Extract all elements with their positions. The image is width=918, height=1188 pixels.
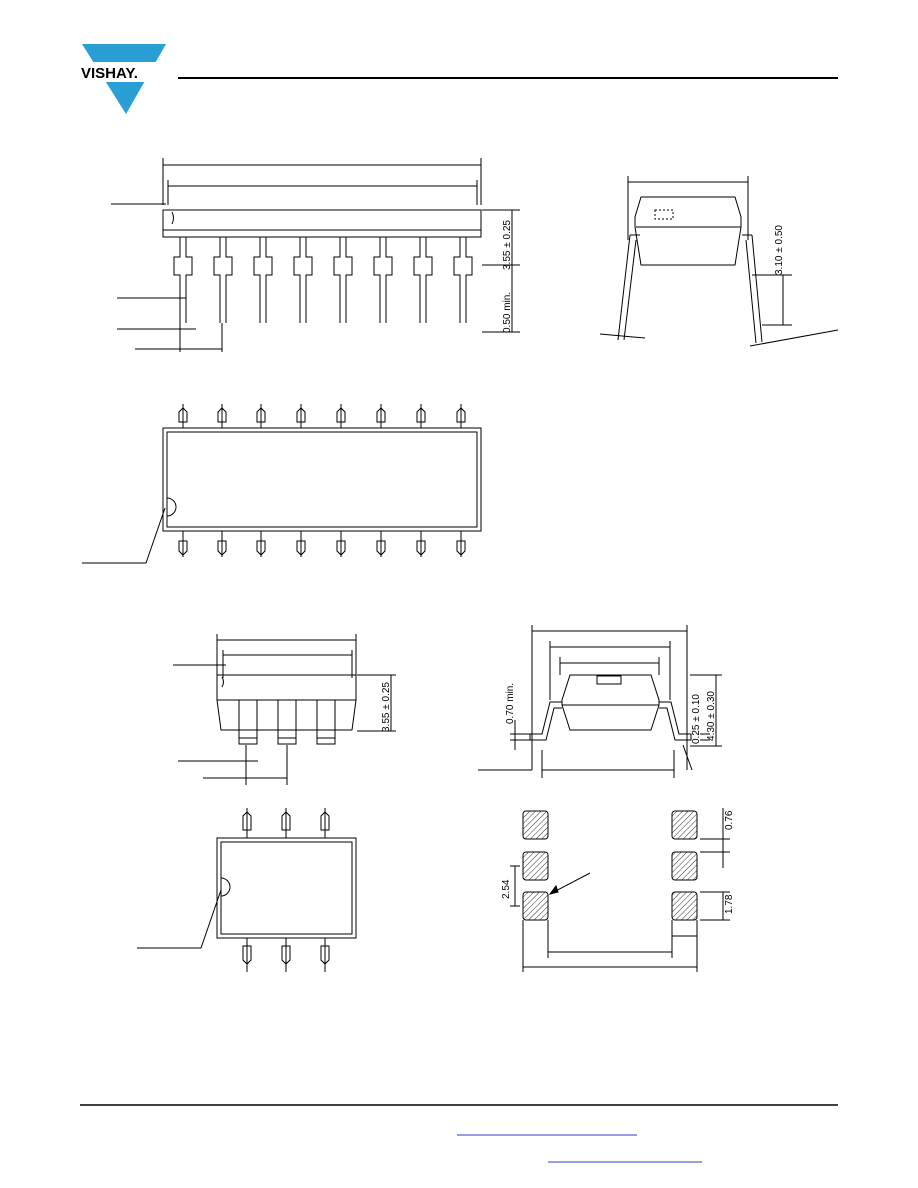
smd6-side-view [478, 625, 722, 778]
header: VISHAY. [80, 44, 838, 114]
smd6-footprint [510, 808, 730, 972]
vishay-logo: VISHAY. [80, 44, 178, 114]
footer [80, 1104, 838, 1163]
footprint-pad-length: 1.78 [724, 894, 735, 914]
footprint-pitch: 2.54 [501, 879, 512, 899]
smd6-lead-height: 4.30 ± 0.30 [706, 691, 717, 741]
footprint-pads [522, 810, 698, 921]
dip16-front-view [111, 158, 520, 352]
dip16-side-view [599, 176, 839, 347]
smd6-top-view [137, 808, 357, 972]
dip16-lead-min: 0.50 min. [502, 292, 513, 333]
dip16-side-lead-dim: 3.10 ± 0.50 [774, 225, 785, 275]
footprint-pad-width: 0.76 [724, 810, 735, 830]
dip16-leads [173, 237, 473, 323]
smd6-standoff-min: 0.70 min. [505, 683, 516, 724]
smd6-lead-thickness: 0.25 ± 0.10 [691, 694, 702, 744]
dip16-top-pins [178, 404, 466, 557]
smd6-height-dim: 3.55 ± 0.25 [381, 682, 392, 732]
logo-text: VISHAY. [81, 65, 138, 82]
dip16-top-view [82, 404, 482, 564]
smd6-front-view [173, 634, 396, 785]
smd6-front-leads [238, 700, 336, 745]
smd6-top-pins [242, 808, 330, 972]
dip16-height-dim: 3.55 ± 0.25 [502, 220, 513, 270]
